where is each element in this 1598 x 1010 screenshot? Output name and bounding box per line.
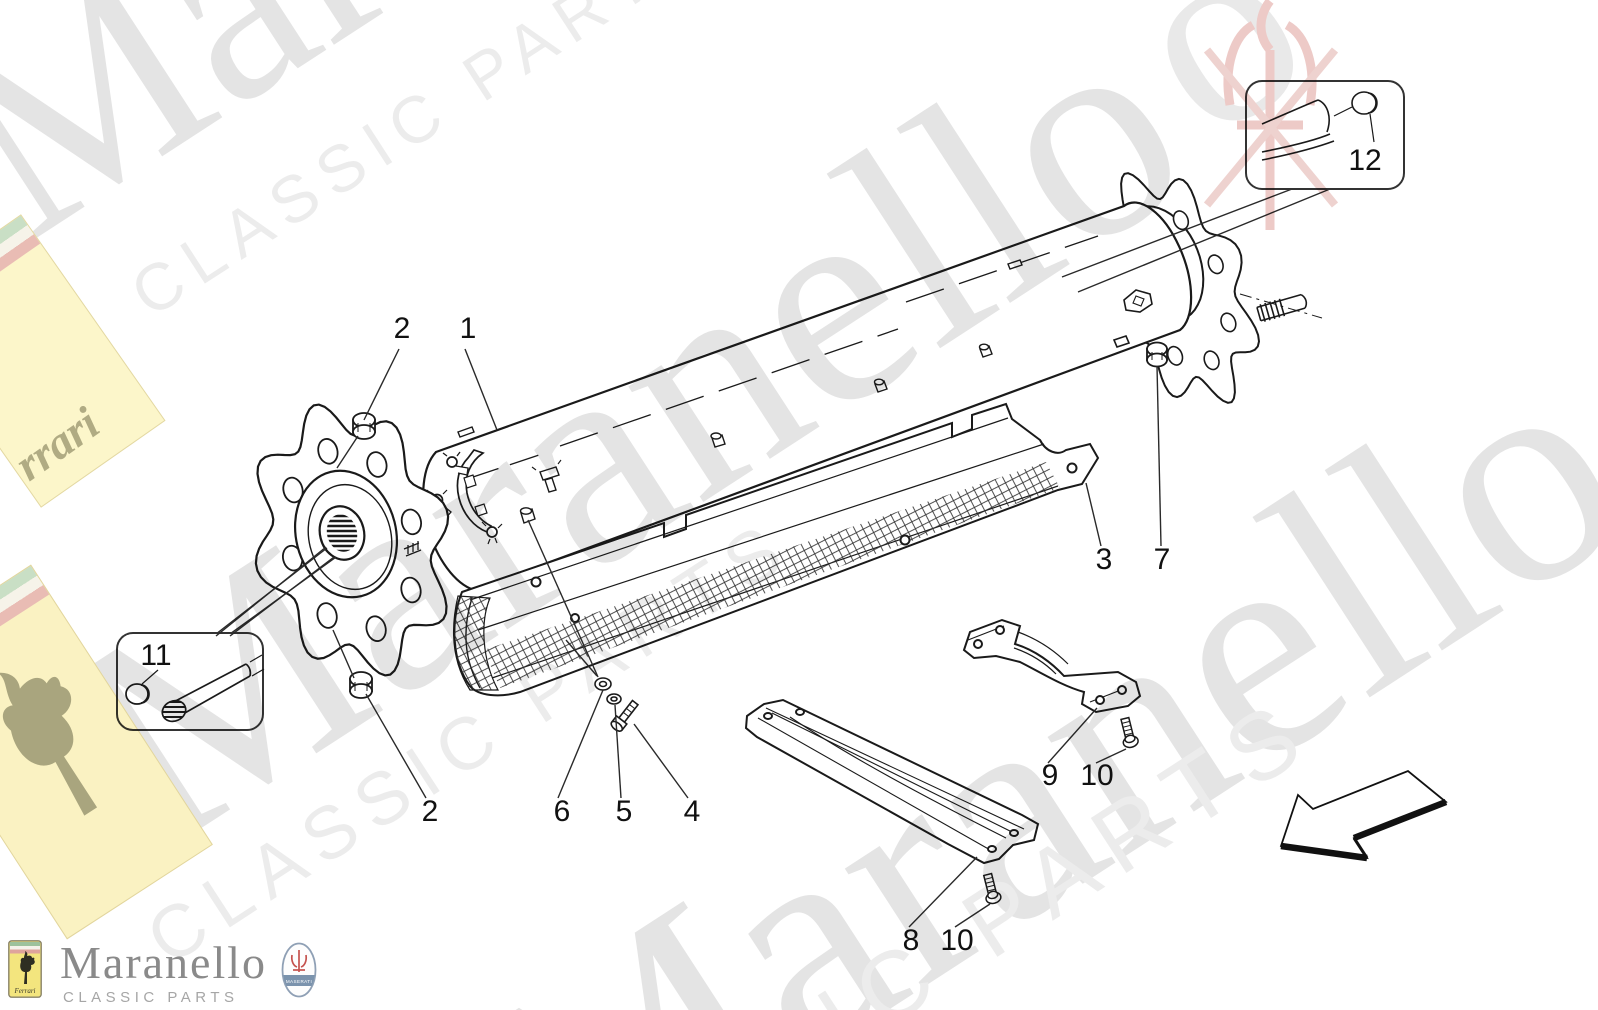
screw-10-right	[1120, 716, 1139, 749]
part-callout-8: 8	[902, 924, 920, 957]
flange-bolt-hole	[365, 615, 387, 642]
part-callout-1: 1	[459, 312, 477, 345]
part-callout-5: 5	[615, 795, 633, 828]
flange-bolt-hole	[400, 576, 422, 604]
flange-nut-2-lower	[349, 671, 373, 699]
ferrari-badge-logo: Ferrari	[8, 940, 42, 998]
part-callout-2: 2	[421, 795, 439, 828]
support-bracket	[962, 618, 1142, 714]
flange-bolt-hole	[317, 438, 339, 465]
part-callout-6: 6	[553, 795, 571, 828]
footer-tagline-text: CLASSIC PARTS	[63, 989, 239, 1006]
flange-bolt-hole	[1207, 254, 1224, 275]
part-callout-3: 3	[1095, 543, 1113, 576]
screw-10-bottom	[982, 872, 1002, 905]
flange-nut-7	[1146, 341, 1168, 368]
flange-bolt-hole	[400, 508, 422, 536]
spline-hatch	[324, 514, 362, 553]
maranello-classic-parts-logo: Ferrari Maranello CLASSIC PARTS MASERATI	[8, 940, 317, 1006]
maserati-oval-logo: MASERATI	[281, 942, 317, 998]
centerline-dashes	[469, 235, 1099, 479]
flange-bolt-hole	[282, 476, 304, 504]
direction-arrow	[1279, 769, 1448, 862]
ferrari-badge-text: Ferrari	[14, 987, 36, 995]
part-callout-11: 11	[140, 639, 172, 672]
part-callout-12: 12	[1348, 144, 1382, 177]
crossmember-plate	[744, 698, 1040, 865]
part-callout-4: 4	[683, 795, 701, 828]
heat-shield	[452, 402, 1100, 697]
maserati-badge-text: MASERATI	[286, 979, 312, 984]
part-callout-10: 10	[1080, 759, 1114, 792]
flange-bolt-hole	[1203, 350, 1220, 371]
tube-tabs	[457, 259, 1023, 524]
rear-flange-clip	[1112, 289, 1153, 348]
flange-bolt-hole	[1166, 345, 1184, 366]
part-callout-7: 7	[1153, 543, 1171, 576]
footer-brand-text: Maranello	[60, 937, 268, 988]
trident-icon	[290, 950, 308, 972]
part-callout-9: 9	[1041, 759, 1059, 792]
flange-bolt-hole	[366, 451, 388, 478]
washers-and-bolt	[594, 677, 640, 732]
flange-bolt-hole	[1172, 210, 1190, 231]
part-callout-10: 10	[940, 924, 974, 957]
leader-lines	[215, 348, 1162, 928]
flange-stud	[1239, 293, 1323, 322]
part-callout-2: 2	[393, 312, 411, 345]
flange-bolt-hole	[316, 602, 338, 629]
driveshaft-tube	[422, 201, 1193, 592]
flange-bolt-hole	[1220, 312, 1237, 333]
